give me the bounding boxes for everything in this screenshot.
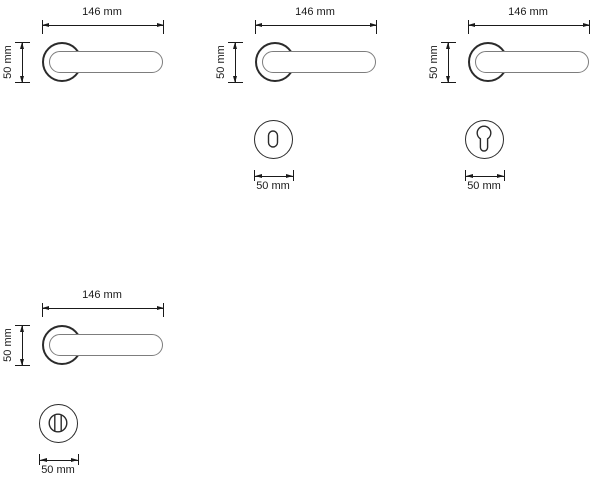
arrowhead-right-icon	[157, 306, 164, 310]
width-dimension-label: 146 mm	[82, 6, 122, 18]
extension-line	[163, 303, 164, 317]
extension-line	[503, 170, 505, 181]
lever-grip-outline	[475, 51, 589, 73]
escutcheon-width-label: 50 mm	[41, 464, 75, 476]
width-dimension-label: 146 mm	[295, 6, 335, 18]
extension-line	[255, 20, 256, 34]
arrowhead-left-icon	[465, 174, 473, 178]
width-dimension-line	[39, 460, 78, 461]
lever-grip-outline	[49, 51, 163, 73]
euro-cylinder-escutcheon-drawing: 50 mm	[454, 117, 514, 197]
extension-line	[163, 20, 164, 34]
arrowhead-right-icon	[583, 23, 590, 27]
height-dimension-line	[448, 42, 449, 83]
arrowhead-left-icon	[42, 306, 49, 310]
lever-handle-drawing-4: 146 mm 50 mm	[0, 283, 170, 383]
arrowhead-down-icon	[20, 359, 24, 366]
arrowhead-right-icon	[71, 458, 78, 462]
width-dimension-line	[468, 25, 590, 26]
arrowhead-left-icon	[468, 23, 475, 27]
wc-thumbturn-icon	[48, 413, 68, 433]
arrowhead-left-icon	[254, 174, 262, 178]
escutcheon-width-label: 50 mm	[467, 180, 501, 192]
extension-line	[38, 454, 40, 465]
arrowhead-left-icon	[39, 458, 47, 462]
arrowhead-down-icon	[233, 76, 237, 83]
extension-line	[77, 454, 79, 465]
width-dimension-line	[465, 176, 504, 177]
width-dimension-line	[42, 308, 164, 309]
width-dimension-line	[254, 176, 293, 177]
arrowhead-right-icon	[370, 23, 377, 27]
arrowhead-up-icon	[20, 42, 24, 49]
wc-turn-escutcheon-drawing: 50 mm	[28, 401, 88, 481]
extension-line	[292, 170, 294, 181]
width-dimension-line	[255, 25, 377, 26]
lever-handle-drawing-2: 146 mm 50 mm	[213, 0, 383, 100]
key-escutcheon-drawing: 50 mm	[243, 117, 303, 197]
height-dimension-label: 50 mm	[2, 328, 14, 362]
height-dimension-label: 50 mm	[2, 45, 14, 79]
height-dimension-label: 50 mm	[215, 45, 227, 79]
arrowhead-left-icon	[42, 23, 49, 27]
height-dimension-label: 50 mm	[428, 45, 440, 79]
width-dimension-line	[42, 25, 164, 26]
arrowhead-down-icon	[20, 76, 24, 83]
extension-line	[376, 20, 377, 34]
extension-line	[468, 20, 469, 34]
width-dimension-label: 146 mm	[82, 289, 122, 301]
keyhole-key-icon	[267, 130, 279, 148]
arrowhead-up-icon	[233, 42, 237, 49]
lever-handle-drawing-1: 146 mm 50 mm	[0, 0, 170, 100]
arrowhead-up-icon	[446, 42, 450, 49]
height-dimension-line	[22, 325, 23, 366]
extension-line	[464, 170, 466, 181]
arrowhead-right-icon	[497, 174, 504, 178]
escutcheon-width-label: 50 mm	[256, 180, 290, 192]
arrowhead-right-icon	[286, 174, 293, 178]
arrowhead-up-icon	[20, 325, 24, 332]
extension-line	[42, 303, 43, 317]
keyhole-euro-cylinder-icon	[476, 125, 492, 152]
lever-grip-outline	[262, 51, 376, 73]
arrowhead-down-icon	[446, 76, 450, 83]
height-dimension-line	[22, 42, 23, 83]
lever-grip-outline	[49, 334, 163, 356]
extension-line	[42, 20, 43, 34]
arrowhead-left-icon	[255, 23, 262, 27]
extension-line	[253, 170, 255, 181]
extension-line	[589, 20, 590, 34]
height-dimension-line	[235, 42, 236, 83]
arrowhead-right-icon	[157, 23, 164, 27]
lever-handle-drawing-3: 146 mm 50 mm	[426, 0, 596, 100]
width-dimension-label: 146 mm	[508, 6, 548, 18]
